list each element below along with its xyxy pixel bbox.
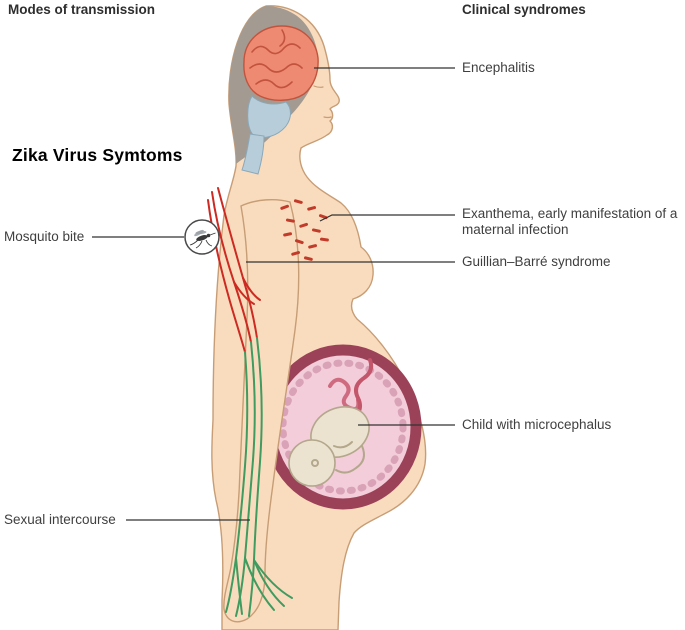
label-child-microcephalus: Child with microcephalus (462, 417, 612, 432)
label-guillain-barre: Guillian–Barré syndrome (462, 254, 611, 269)
fetus-arm (333, 441, 353, 449)
leader-lines (92, 67, 455, 521)
label-exanthema: Exanthema, early manifestation of a mate… (462, 206, 678, 237)
leader-exanthema (319, 214, 455, 222)
eye-line (313, 85, 324, 88)
brain (243, 25, 319, 101)
modes-of-transmission-header: Modes of transmission (8, 2, 156, 17)
brain-gyri (251, 43, 301, 55)
mosquito-icon (184, 219, 220, 255)
womb-lining (279, 359, 407, 495)
umbilical-cord (350, 358, 374, 422)
brainstem (241, 133, 265, 175)
brain-gyri (279, 29, 286, 47)
label-encephalitis: Encephalitis (462, 60, 535, 75)
page-title: Zika Virus Symtoms (12, 145, 183, 165)
mouth-line (323, 116, 332, 119)
fetus-leg (335, 445, 365, 474)
womb (264, 344, 422, 510)
clinical-syndromes-header: Clinical syndromes (462, 2, 586, 17)
fetus-ear (311, 459, 319, 467)
brain-gyri (255, 79, 293, 89)
cerebellum (247, 95, 291, 139)
label-sexual-intercourse: Sexual intercourse (4, 512, 116, 527)
green-nerves (225, 337, 293, 617)
body-figure (184, 5, 427, 630)
brain-gyri (249, 63, 303, 73)
label-mosquito-bite: Mosquito bite (4, 229, 85, 244)
